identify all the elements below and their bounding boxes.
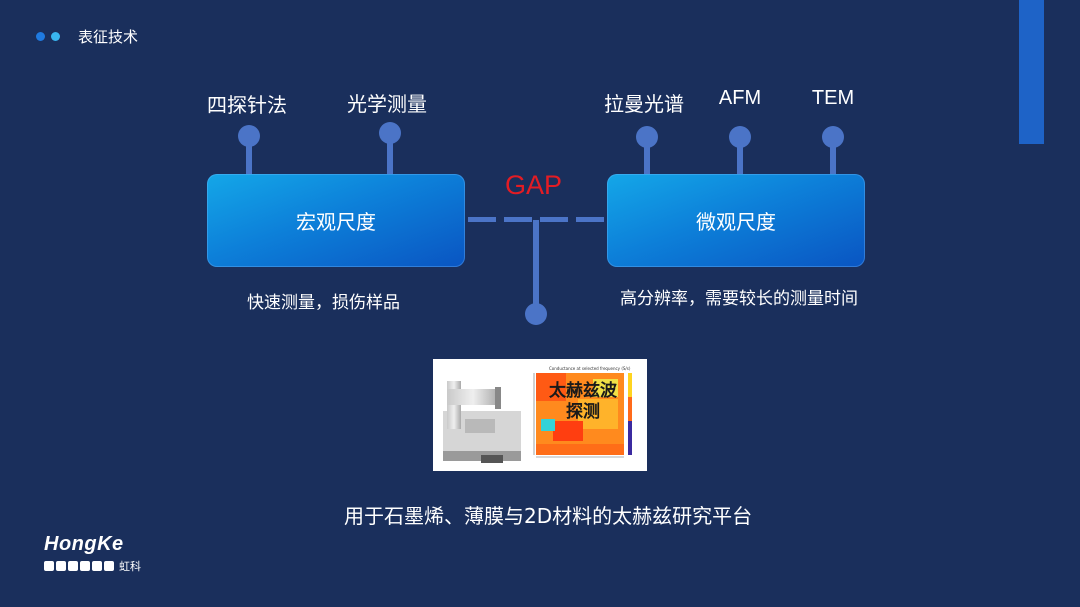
- logo-square-icon: [56, 561, 66, 571]
- connector-stem-four-probe: [246, 140, 252, 175]
- connector-dot-raman: [636, 126, 658, 148]
- method-label-raman: 拉曼光谱: [604, 92, 684, 116]
- logo-square-icon: [68, 561, 78, 571]
- heatmap-title: Conductance at selected frequency (S/s): [549, 366, 631, 371]
- logo-square-icon: [104, 561, 114, 571]
- micro-description: 高分辨率，需要较长的测量时间: [620, 289, 858, 309]
- platform-caption: 用于石墨烯、薄膜与2D材料的太赫兹研究平台: [344, 504, 753, 528]
- gap-bottom-dot: [525, 303, 547, 325]
- gap-dash-3: [540, 217, 568, 222]
- macro-scale-box: 宏观尺度: [207, 174, 465, 267]
- gap-label: GAP: [505, 170, 563, 200]
- method-label-four-probe: 四探针法: [207, 93, 287, 117]
- terahertz-instrument-image: Conductance at selected frequency (S/s) …: [433, 359, 647, 471]
- header-dot-2: [51, 32, 60, 41]
- logo-wordmark: HongKe: [44, 533, 124, 555]
- macro-description: 快速测量，损伤样品: [247, 293, 400, 313]
- gap-dash-2: [504, 217, 532, 222]
- section-title: 表征技术: [78, 28, 139, 46]
- connector-stem-tem: [830, 141, 836, 175]
- logo-tagline: 虹科: [44, 558, 141, 574]
- terahertz-detection-label: 太赫兹波 探测: [549, 381, 617, 422]
- corner-accent-bar: [1019, 0, 1044, 144]
- connector-stem-afm: [737, 141, 743, 175]
- header-dot-1: [36, 32, 45, 41]
- macro-scale-label: 宏观尺度: [296, 210, 376, 234]
- connector-dot-afm: [729, 126, 751, 148]
- logo-chinese-name: 虹科: [119, 560, 141, 573]
- connector-stem-raman: [644, 141, 650, 175]
- gap-vertical-stem: [533, 220, 539, 306]
- connector-dot-four-probe: [238, 125, 260, 147]
- connector-stem-optical: [387, 137, 393, 175]
- logo-square-icon: [80, 561, 90, 571]
- micro-scale-box: 微观尺度: [607, 174, 865, 267]
- logo-square-icon: [44, 561, 54, 571]
- gap-dash-4: [576, 217, 604, 222]
- section-header: 表征技术: [36, 26, 138, 47]
- instrument-photo-illustration: [443, 373, 632, 463]
- connector-dot-optical: [379, 122, 401, 144]
- hongke-logo: HongKe 虹科: [44, 533, 141, 574]
- method-label-optical: 光学测量: [347, 92, 427, 116]
- micro-scale-label: 微观尺度: [696, 210, 776, 234]
- method-label-afm: AFM: [718, 87, 762, 109]
- method-label-tem: TEM: [811, 87, 855, 109]
- gap-dash-1: [468, 217, 496, 222]
- connector-dot-tem: [822, 126, 844, 148]
- logo-square-icon: [92, 561, 102, 571]
